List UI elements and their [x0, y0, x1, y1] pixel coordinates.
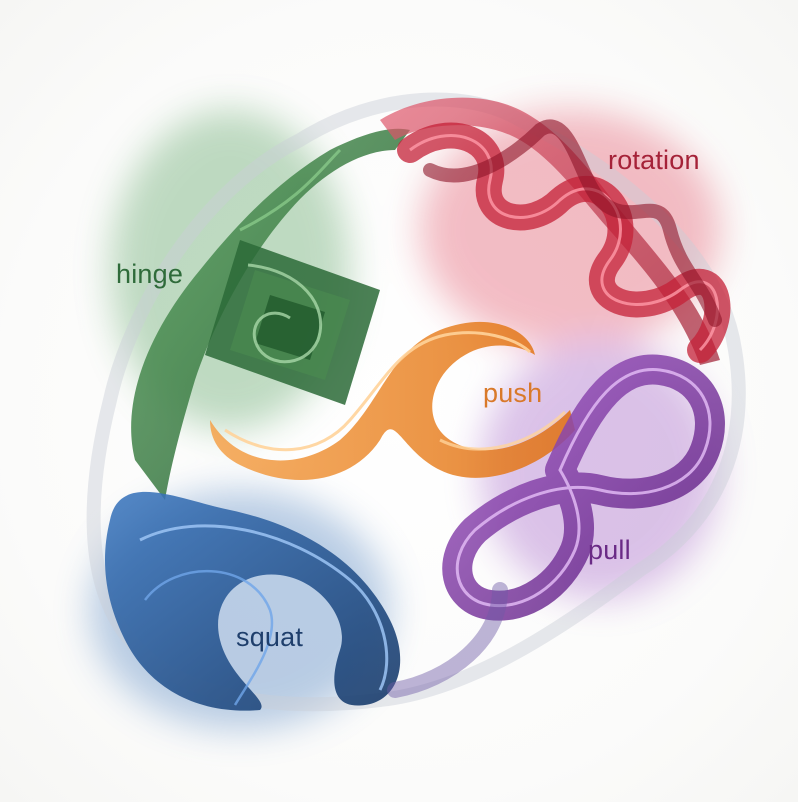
rotation-label: rotation — [608, 145, 700, 176]
squat-label: squat — [236, 622, 303, 653]
hinge-label: hinge — [116, 259, 183, 290]
pull-label: pull — [588, 535, 631, 566]
push-label: push — [483, 378, 542, 409]
